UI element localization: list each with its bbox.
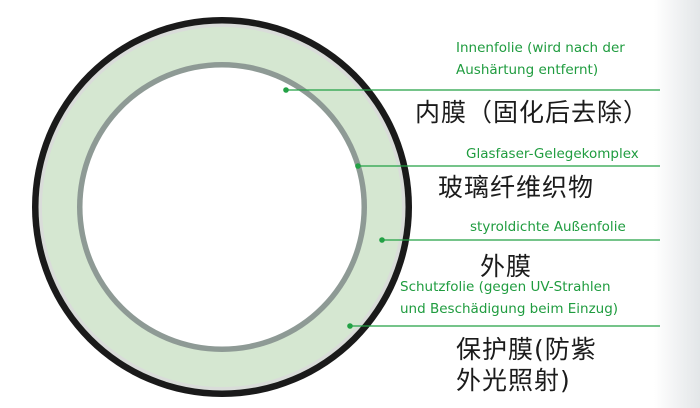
inner-film-label-de-line-1: Innenfolie (wird nach der bbox=[456, 40, 625, 56]
inner-film-label-cn: 内膜（固化后去除） bbox=[415, 98, 650, 127]
protective-film-label-cn-line-2: 外光照射) bbox=[456, 366, 571, 395]
pipe-interior bbox=[82, 67, 362, 347]
leader-dot-protective-film bbox=[347, 323, 353, 329]
inner-film-label-de: Innenfolie (wird nach der Aushärtung ent… bbox=[456, 37, 625, 81]
protective-film-label-de-line-2: und Beschädigung beim Einzug) bbox=[400, 301, 619, 317]
leader-dot-inner-film bbox=[283, 87, 289, 93]
leader-dot-glass-fiber bbox=[355, 163, 361, 169]
protective-film-label-cn-line-1: 保护膜(防紫 bbox=[456, 335, 597, 364]
outer-film-label-de: styroldichte Außenfolie bbox=[470, 219, 626, 235]
protective-film-label-de-line-1: Schutzfolie (gegen UV-Strahlen bbox=[400, 279, 611, 295]
protective-film-label-de: Schutzfolie (gegen UV-Strahlen und Besch… bbox=[400, 276, 618, 320]
inner-film-label-de-line-2: Aushärtung entfernt) bbox=[456, 62, 599, 78]
glass-fiber-label-de: Glasfaser-Gelegekomplex bbox=[466, 146, 639, 162]
glass-fiber-label-cn: 玻璃纤维织物 bbox=[438, 173, 595, 202]
protective-film-label-cn: 保护膜(防紫 外光照射) bbox=[456, 334, 597, 396]
outer-film-label-cn: 外膜 bbox=[480, 252, 533, 281]
right-edge-shade bbox=[654, 0, 700, 408]
leader-dot-outer-film bbox=[379, 237, 385, 243]
